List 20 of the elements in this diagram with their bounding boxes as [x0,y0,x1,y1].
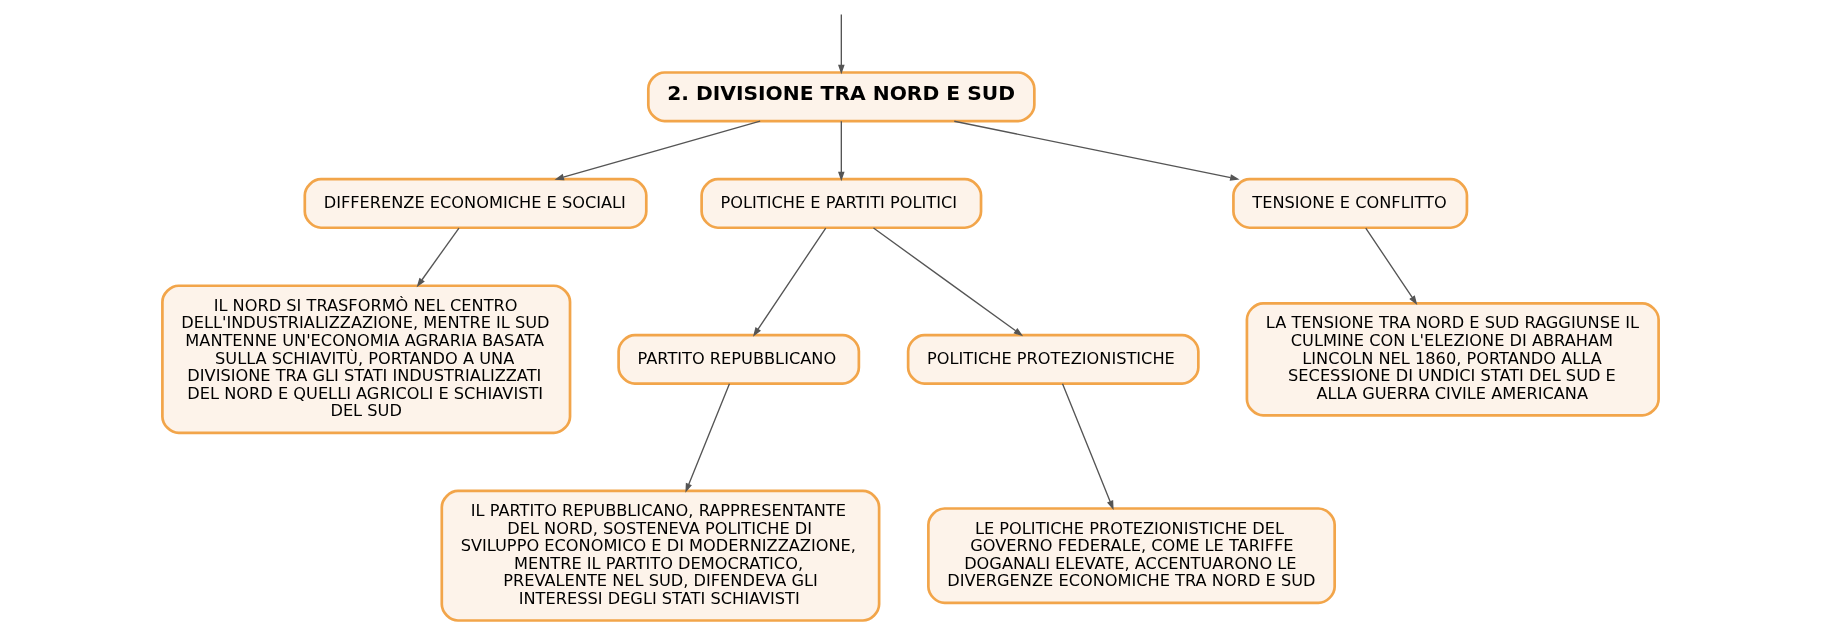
arrow [416,227,460,288]
node-box: DIFFERENZE ECONOMICHE E SOCIALI [303,177,648,230]
node-box: LA TENSIONE TRA NORD E SUD RAGGIUNSE IL CULMINE CON L'ELEZIONE DI ABRAHAM LINCOLN NEL 1860, PORTANDO ALLA SECESSIONE DI UNDICI STATI DEL SUD E ALLA GUERRA CIVILE AMERICANA [1245,301,1660,417]
node-box: 2. DIVISIONE TRA NORD E SUD [646,71,1036,123]
node-box: PARTITO REPUBBLICANO [617,333,861,385]
arrow [872,227,1024,337]
arrow [838,120,845,182]
arrow [1365,227,1418,305]
node-box: POLITICHE PROTEZIONISTICHE [906,333,1200,385]
arrow [554,120,761,181]
arrow [1061,382,1114,511]
node-box: POLITICHE E PARTITI POLITICI [700,177,983,230]
node-box: IL NORD SI TRASFORMÒ NEL CENTRO DELL'INDUSTRIALIZZAZIONE, MENTRE IL SUD MANTENNE UN'ECONOMIA AGRARIA BASATA SULLA SCHIAVITÙ, PORTANDO A UNA DIVISIONE TRA GLI STATI INDUSTRIALIZZATI DEL NORD E QUELLI AGRICOLI E SCHIAVISTI DEL SUD [161,284,572,435]
arrow [838,13,845,75]
node-box: LE POLITICHE PROTEZIONISTICHE DEL GOVERNO FEDERALE, COME LE TARIFFE DOGANALI ELEVATE, ACCENTUARONO LE DIVERGENZE ECONOMICHE TRA NORD E SUD [927,507,1336,605]
arrow [685,382,731,493]
node-box: IL PARTITO REPUBBLICANO, RAPPRESENTANTE DEL NORD, SOSTENEVA POLITICHE DI SVILUPPO ECONOMICO E DI MODERNIZZAZIONE, MENTRE IL PARTITO DEMOCRATICO, PREVALENTE NEL SUD, DIFENDEVA GLI INTERESSI DEGLI STATI SCHIAVISTI [440,489,881,622]
arrow [753,227,827,337]
arrow [953,120,1240,181]
node-box: TENSIONE E CONFLITTO [1232,177,1469,230]
